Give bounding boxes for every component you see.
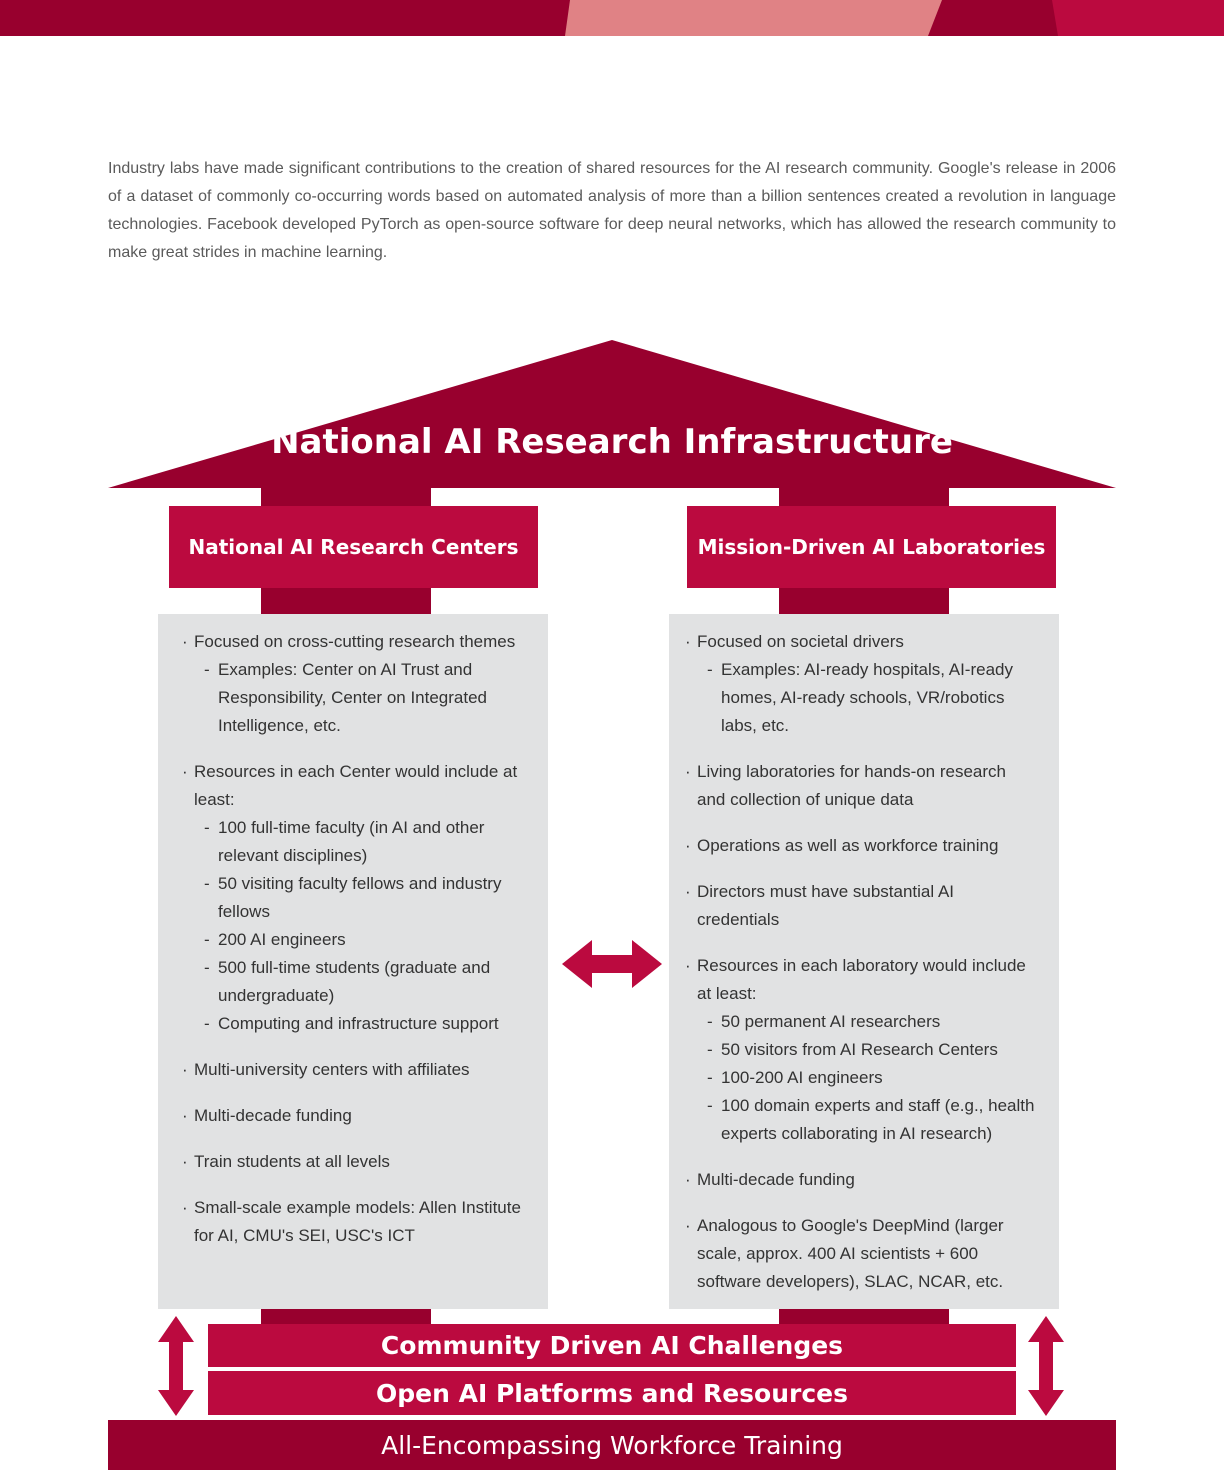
- right-list-item: Operations as well as workforce training: [685, 832, 1039, 860]
- right-sub-item: 100 domain experts and staff (e.g., heal…: [697, 1092, 1039, 1148]
- left-column-title: National AI Research Centers: [188, 535, 519, 559]
- left-sub-item: 100 full-time faculty (in AI and other r…: [194, 814, 528, 870]
- right-list-item: Analogous to Google's DeepMind (larger s…: [685, 1212, 1039, 1296]
- roof-shape: [108, 340, 1116, 488]
- right-item-text: Resources in each laboratory would inclu…: [697, 956, 1026, 1003]
- left-item-text: Focused on cross-cutting research themes: [194, 632, 516, 651]
- right-list-item: Living laboratories for hands-on researc…: [685, 758, 1039, 814]
- right-list-item: Resources in each laboratory would inclu…: [685, 952, 1039, 1148]
- band-pink-segment: [565, 0, 942, 36]
- right-list-item: Multi-decade funding: [685, 1166, 1039, 1194]
- left-column-list: Focused on cross-cutting research themes…: [182, 628, 528, 1250]
- open-platforms-label: Open AI Platforms and Resources: [376, 1378, 848, 1408]
- intro-paragraph: Industry labs have made significant cont…: [108, 160, 1116, 261]
- left-double-arrow-vertical-icon: [158, 1316, 194, 1416]
- right-column-box: Focused on societal driversExamples: AI-…: [669, 614, 1059, 1309]
- left-pillar-head: [169, 506, 538, 588]
- roof-title: National AI Research Infrastructure: [271, 422, 953, 462]
- right-item-text: Multi-decade funding: [697, 1170, 855, 1189]
- right-item-text: Operations as well as workforce training: [697, 836, 999, 855]
- right-sub-list: Examples: AI-ready hospitals, AI-ready h…: [697, 656, 1039, 740]
- band-red-segment: [1052, 0, 1224, 36]
- right-column-title: Mission-Driven AI Laboratories: [697, 535, 1046, 559]
- left-list-item: Multi-university centers with affiliates: [182, 1056, 528, 1084]
- left-sub-item: 200 AI engineers: [194, 926, 528, 954]
- left-list-item: Resources in each Center would include a…: [182, 758, 528, 1038]
- left-item-text: Multi-decade funding: [194, 1106, 352, 1125]
- band-community-challenges: [208, 1324, 1016, 1367]
- left-sub-list: Examples: Center on AI Trust and Respons…: [194, 656, 528, 740]
- left-sub-list: 100 full-time faculty (in AI and other r…: [194, 814, 528, 1038]
- right-sub-item: Examples: AI-ready hospitals, AI-ready h…: [697, 656, 1039, 740]
- band-open-platforms: [208, 1371, 1016, 1415]
- left-list-item: Multi-decade funding: [182, 1102, 528, 1130]
- top-decorative-band: [0, 0, 1224, 36]
- left-sub-item: Computing and infrastructure support: [194, 1010, 528, 1038]
- right-list-item: Focused on societal driversExamples: AI-…: [685, 628, 1039, 740]
- right-item-text: Living laboratories for hands-on researc…: [697, 762, 1007, 809]
- right-sub-item: 50 permanent AI researchers: [697, 1008, 1039, 1036]
- left-column-box: Focused on cross-cutting research themes…: [158, 614, 548, 1309]
- band-workforce-training: [108, 1420, 1116, 1470]
- right-item-text: Analogous to Google's DeepMind (larger s…: [697, 1216, 1004, 1291]
- left-item-text: Multi-university centers with affiliates: [194, 1060, 470, 1079]
- workforce-training-label: All-Encompassing Workforce Training: [381, 1430, 843, 1460]
- left-sub-item: 500 full-time students (graduate and und…: [194, 954, 528, 1010]
- double-arrow-horizontal-icon: [562, 940, 662, 988]
- left-sub-item: 50 visiting faculty fellows and industry…: [194, 870, 528, 926]
- right-sub-item: 100-200 AI engineers: [697, 1064, 1039, 1092]
- right-sub-list: 50 permanent AI researchers50 visitors f…: [697, 1008, 1039, 1148]
- left-item-text: Train students at all levels: [194, 1152, 390, 1171]
- right-item-text: Directors must have substantial AI crede…: [697, 882, 955, 929]
- right-item-text: Focused on societal drivers: [697, 632, 904, 651]
- right-list-item: Directors must have substantial AI crede…: [685, 878, 1039, 934]
- left-list-item: Small-scale example models: Allen Instit…: [182, 1194, 528, 1250]
- community-challenges-label: Community Driven AI Challenges: [380, 1331, 844, 1360]
- right-pillar-head: [687, 506, 1056, 588]
- left-item-text: Small-scale example models: Allen Instit…: [194, 1198, 521, 1245]
- right-sub-item: 50 visitors from AI Research Centers: [697, 1036, 1039, 1064]
- left-list-item: Train students at all levels: [182, 1148, 528, 1176]
- right-column-list: Focused on societal driversExamples: AI-…: [685, 628, 1039, 1296]
- intro-text: Industry labs have made significant cont…: [108, 155, 1116, 267]
- right-double-arrow-vertical-icon: [1028, 1316, 1064, 1416]
- left-item-text: Resources in each Center would include a…: [194, 762, 518, 809]
- left-list-item: Focused on cross-cutting research themes…: [182, 628, 528, 740]
- left-sub-item: Examples: Center on AI Trust and Respons…: [194, 656, 528, 740]
